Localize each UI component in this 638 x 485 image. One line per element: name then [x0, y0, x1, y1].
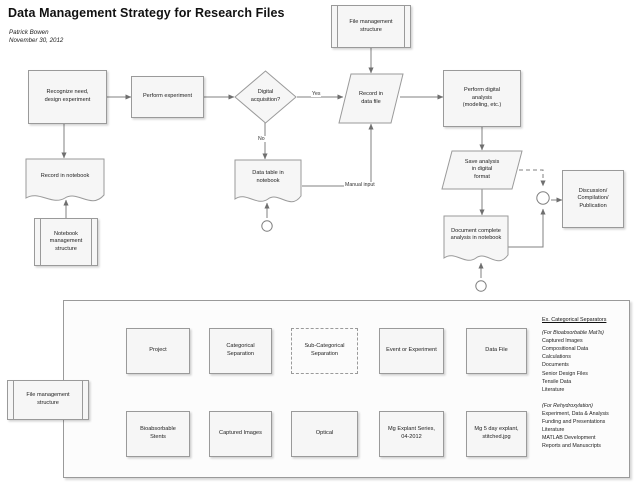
node-label: Record in data file [359, 90, 383, 105]
node-save-analysis[interactable]: Save analysis in digital format [441, 150, 523, 190]
legend-item: Funding and Presentations [542, 419, 606, 426]
node-document-complete-analysis[interactable]: Document complete analysis in notebook [443, 215, 509, 267]
panel-row1-item-0[interactable]: Project [126, 328, 190, 374]
legend-item: Tensile Data [542, 378, 572, 385]
legend-item: Experiment, Data & Analysis [542, 410, 609, 417]
legend-item: Senior Design Files [542, 370, 588, 377]
node-label: Bioabsorbable Stents [140, 426, 176, 440]
legend-group-1: (For Rehydroxylation) Experiment, Data &… [542, 402, 634, 451]
legend: Ex. Categorical Separators (For Bioabsor… [542, 316, 634, 450]
node-label: Sub-Categorical Separation [304, 343, 345, 357]
node-label: Perform experiment [142, 93, 193, 100]
node-label: Optical [315, 430, 334, 437]
edge-label-manual-input: Manual input [344, 182, 376, 188]
legend-item: Reports and Manuscripts [542, 443, 601, 450]
edge-label-yes: Yes [311, 91, 322, 97]
legend-item: Documents [542, 362, 569, 369]
node-label: Notebook management structure [49, 230, 83, 252]
node-perform-experiment[interactable]: Perform experiment [131, 76, 204, 118]
node-record-in-notebook[interactable]: Record in notebook [25, 158, 105, 205]
node-label: Data File [485, 347, 508, 354]
panel-row1-item-1[interactable]: Categorical Separation [209, 328, 272, 374]
legend-item: Compositional Data [542, 346, 589, 353]
node-perform-digital-analysis[interactable]: Perform digital analysis (modeling, etc.… [443, 70, 521, 127]
legend-group-title: (For Rehydroxylation) [542, 402, 593, 409]
legend-heading: Ex. Categorical Separators [542, 317, 607, 323]
node-label: Recognize need, design experiment [44, 89, 91, 103]
node-label: Mg Explant Series, 04-2012 [388, 426, 435, 440]
node-data-table-in-notebook[interactable]: Data table in notebook [234, 159, 302, 207]
panel-row1-item-2[interactable]: Sub-Categorical Separation [291, 328, 358, 374]
document-date: November 30, 2012 [9, 37, 64, 45]
node-record-in-data-file[interactable]: Record in data file [338, 73, 404, 124]
node-label: Digital acquisition? [250, 89, 281, 103]
node-label: Record in notebook [40, 172, 90, 179]
page-title: Data Management Strategy for Research Fi… [8, 6, 285, 20]
node-label: File management structure [26, 392, 70, 406]
edge-label-no: No [257, 136, 266, 142]
node-file-management-structure-top[interactable]: File management structure [331, 5, 411, 48]
node-label: Data table in notebook [252, 170, 284, 184]
panel-row2-item-4[interactable]: Mg 5 day explant, stitched.jpg [466, 411, 527, 457]
legend-item: Calculations [542, 354, 571, 361]
legend-group-title: (For Bioabsorbable Mat'ls) [542, 330, 604, 337]
panel-row2-item-2[interactable]: Optical [291, 411, 358, 457]
merge-circle [536, 191, 550, 205]
connector-circle-data-table [261, 220, 273, 232]
connector-circle-document [475, 280, 487, 292]
legend-group-items: Experiment, Data & Analysis Funding and … [542, 410, 634, 450]
node-notebook-management-structure[interactable]: Notebook management structure [34, 218, 98, 266]
legend-item: Literature [542, 427, 565, 434]
node-label: Document complete analysis in notebook [450, 227, 502, 242]
legend-item: Literature [542, 386, 565, 393]
panel-row1-item-3[interactable]: Event or Experiment [379, 328, 444, 374]
node-label: Perform digital analysis (modeling, etc.… [462, 87, 502, 109]
node-label: Captured Images [219, 430, 262, 437]
legend-item: Captured Images [542, 338, 583, 345]
node-label: Save analysis in digital format [464, 158, 500, 180]
node-label: File management structure [349, 18, 393, 33]
node-label: Discussion/ Compilation/ Publication [577, 187, 609, 209]
legend-group-0: (For Bioabsorbable Mat'ls) Captured Imag… [542, 329, 634, 394]
node-recognize-need[interactable]: Recognize need, design experiment [28, 70, 107, 124]
panel-row2-item-1[interactable]: Captured Images [209, 411, 272, 457]
legend-group-items: Captured Images Compositional Data Calcu… [542, 337, 634, 394]
panel-row2-item-0[interactable]: Bioabsorbable Stents [126, 411, 190, 457]
panel-row2-item-3[interactable]: Mg Explant Series, 04-2012 [379, 411, 444, 457]
node-digital-acquisition-decision[interactable]: Digital acquisition? [234, 70, 297, 124]
node-label: Event or Experiment [386, 347, 437, 354]
author-name: Patrick Bowen [9, 29, 49, 36]
author-date-block: Patrick Bowen November 30, 2012 [9, 29, 63, 45]
panel-row1-item-4[interactable]: Data File [466, 328, 527, 374]
node-discussion-compilation-publication[interactable]: Discussion/ Compilation/ Publication [562, 170, 624, 228]
node-label: Categorical Separation [226, 343, 255, 357]
legend-item: MATLAB Development [542, 435, 596, 442]
node-label: Project [149, 347, 167, 354]
node-label: Mg 5 day explant, stitched.jpg [474, 426, 519, 440]
node-panel-file-management-structure[interactable]: File management structure [7, 380, 89, 420]
